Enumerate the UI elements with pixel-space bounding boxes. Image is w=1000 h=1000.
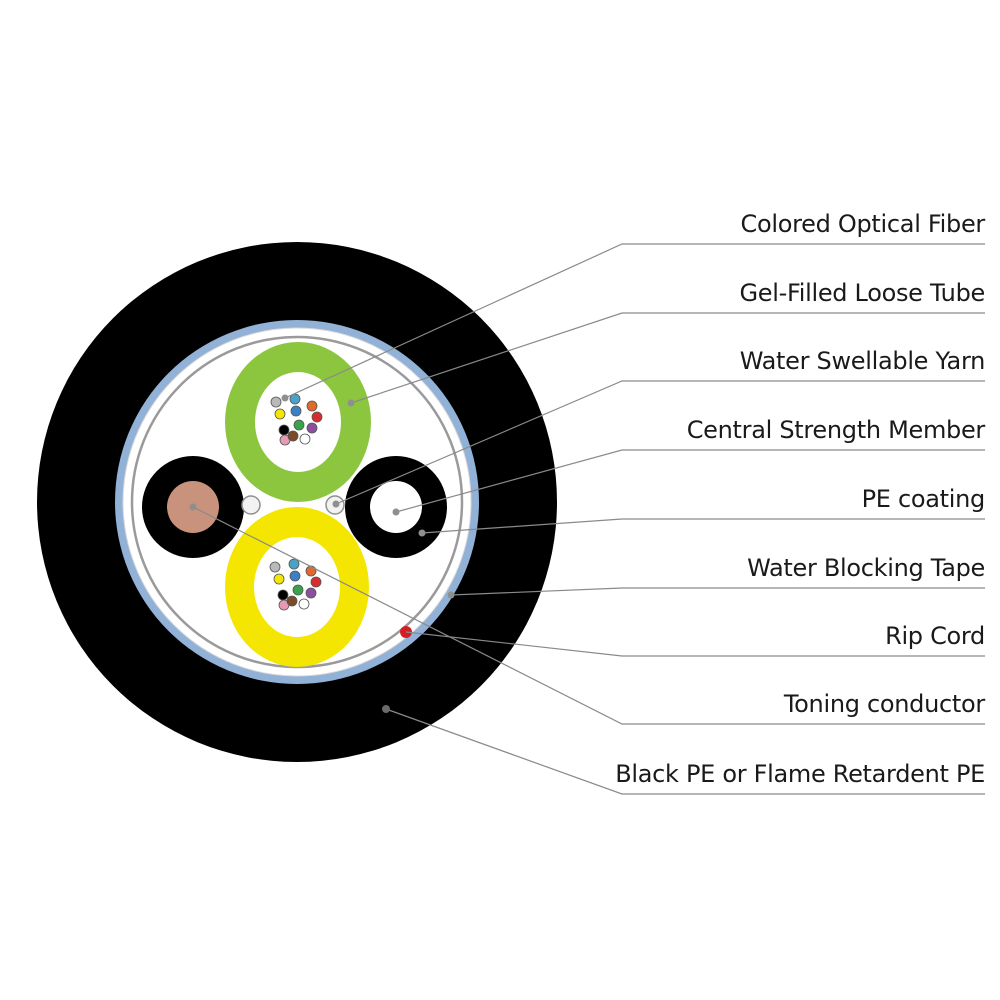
leader-rip-cord	[405, 631, 985, 657]
leader-water-blocking-tape	[450, 587, 985, 596]
cable-cross-section	[37, 242, 557, 762]
green-tube-fiber	[274, 408, 286, 420]
label-gel-filled-loose-tube: Gel-Filled Loose Tube	[739, 279, 985, 307]
green-tube-fibers	[270, 393, 323, 446]
yellow-tube-fiber	[305, 587, 317, 599]
label-water-blocking-tape: Water Blocking Tape	[747, 554, 985, 582]
leader-colored-optical-fiber	[284, 243, 985, 399]
label-water-swellable-yarn: Water Swellable Yarn	[740, 347, 985, 375]
leader-pe-coating	[421, 518, 985, 534]
green-tube-fiber	[306, 422, 318, 434]
green-tube-fiber	[287, 430, 299, 442]
yellow-tube-fiber	[305, 565, 317, 577]
yellow-tube-fiber	[277, 589, 289, 601]
leader-dot-toning-conductor	[189, 503, 197, 511]
leader-dot-central-strength-member	[392, 508, 400, 516]
leader-water-swellable-yarn	[335, 380, 985, 505]
green-tube-fiber	[293, 419, 305, 431]
leader-toning-conductor	[192, 506, 985, 725]
yellow-loose-tube	[225, 507, 369, 667]
green-tube-fiber	[299, 433, 311, 445]
yellow-tube-fiber	[292, 584, 304, 596]
label-colored-optical-fiber: Colored Optical Fiber	[741, 210, 986, 238]
green-loose-tube	[225, 342, 371, 502]
inner-core	[122, 327, 472, 677]
yellow-tube-fiber	[288, 558, 300, 570]
label-black-pe: Black PE or Flame Retardent PE	[615, 760, 985, 788]
yellow-tube-fiber	[298, 598, 310, 610]
leader-dot-black-pe	[382, 705, 390, 713]
label-toning-conductor: Toning conductor	[783, 690, 986, 718]
label-rip-cord: Rip Cord	[885, 622, 985, 650]
pe-coated-element	[345, 456, 447, 558]
leader-dot-gel-filled-loose-tube	[347, 399, 355, 407]
leader-dot-pe-coating	[418, 529, 426, 537]
yellow-tube-fiber	[310, 576, 322, 588]
green-tube-fiber	[278, 424, 290, 436]
yellow-tube-fiber	[269, 561, 281, 573]
leader-dot-colored-optical-fiber	[281, 394, 289, 402]
pe-coating-core	[370, 481, 422, 533]
yellow-tube-fiber	[286, 595, 298, 607]
leader-dot-water-blocking-tape	[447, 591, 455, 599]
green-tube-fiber	[306, 400, 318, 412]
label-central-strength-member: Central Strength Member	[687, 416, 986, 444]
yellow-tube-fiber	[273, 573, 285, 585]
green-tube-fiber	[311, 411, 323, 423]
label-pe-coating: PE coating	[862, 485, 985, 513]
leader-dot-water-swellable-yarn	[332, 500, 340, 508]
yellow-tube-fiber	[289, 570, 301, 582]
leader-gel-filled-loose-tube	[350, 312, 985, 404]
leader-black-pe	[385, 708, 985, 795]
leader-central-strength-member	[395, 449, 985, 513]
water-swellable-yarn-left	[241, 495, 261, 515]
green-tube-fiber	[290, 405, 302, 417]
labels: Colored Optical Fiber Gel-Filled Loose T…	[615, 210, 986, 788]
green-tube-fiber	[270, 396, 282, 408]
leader-lines	[189, 243, 985, 795]
